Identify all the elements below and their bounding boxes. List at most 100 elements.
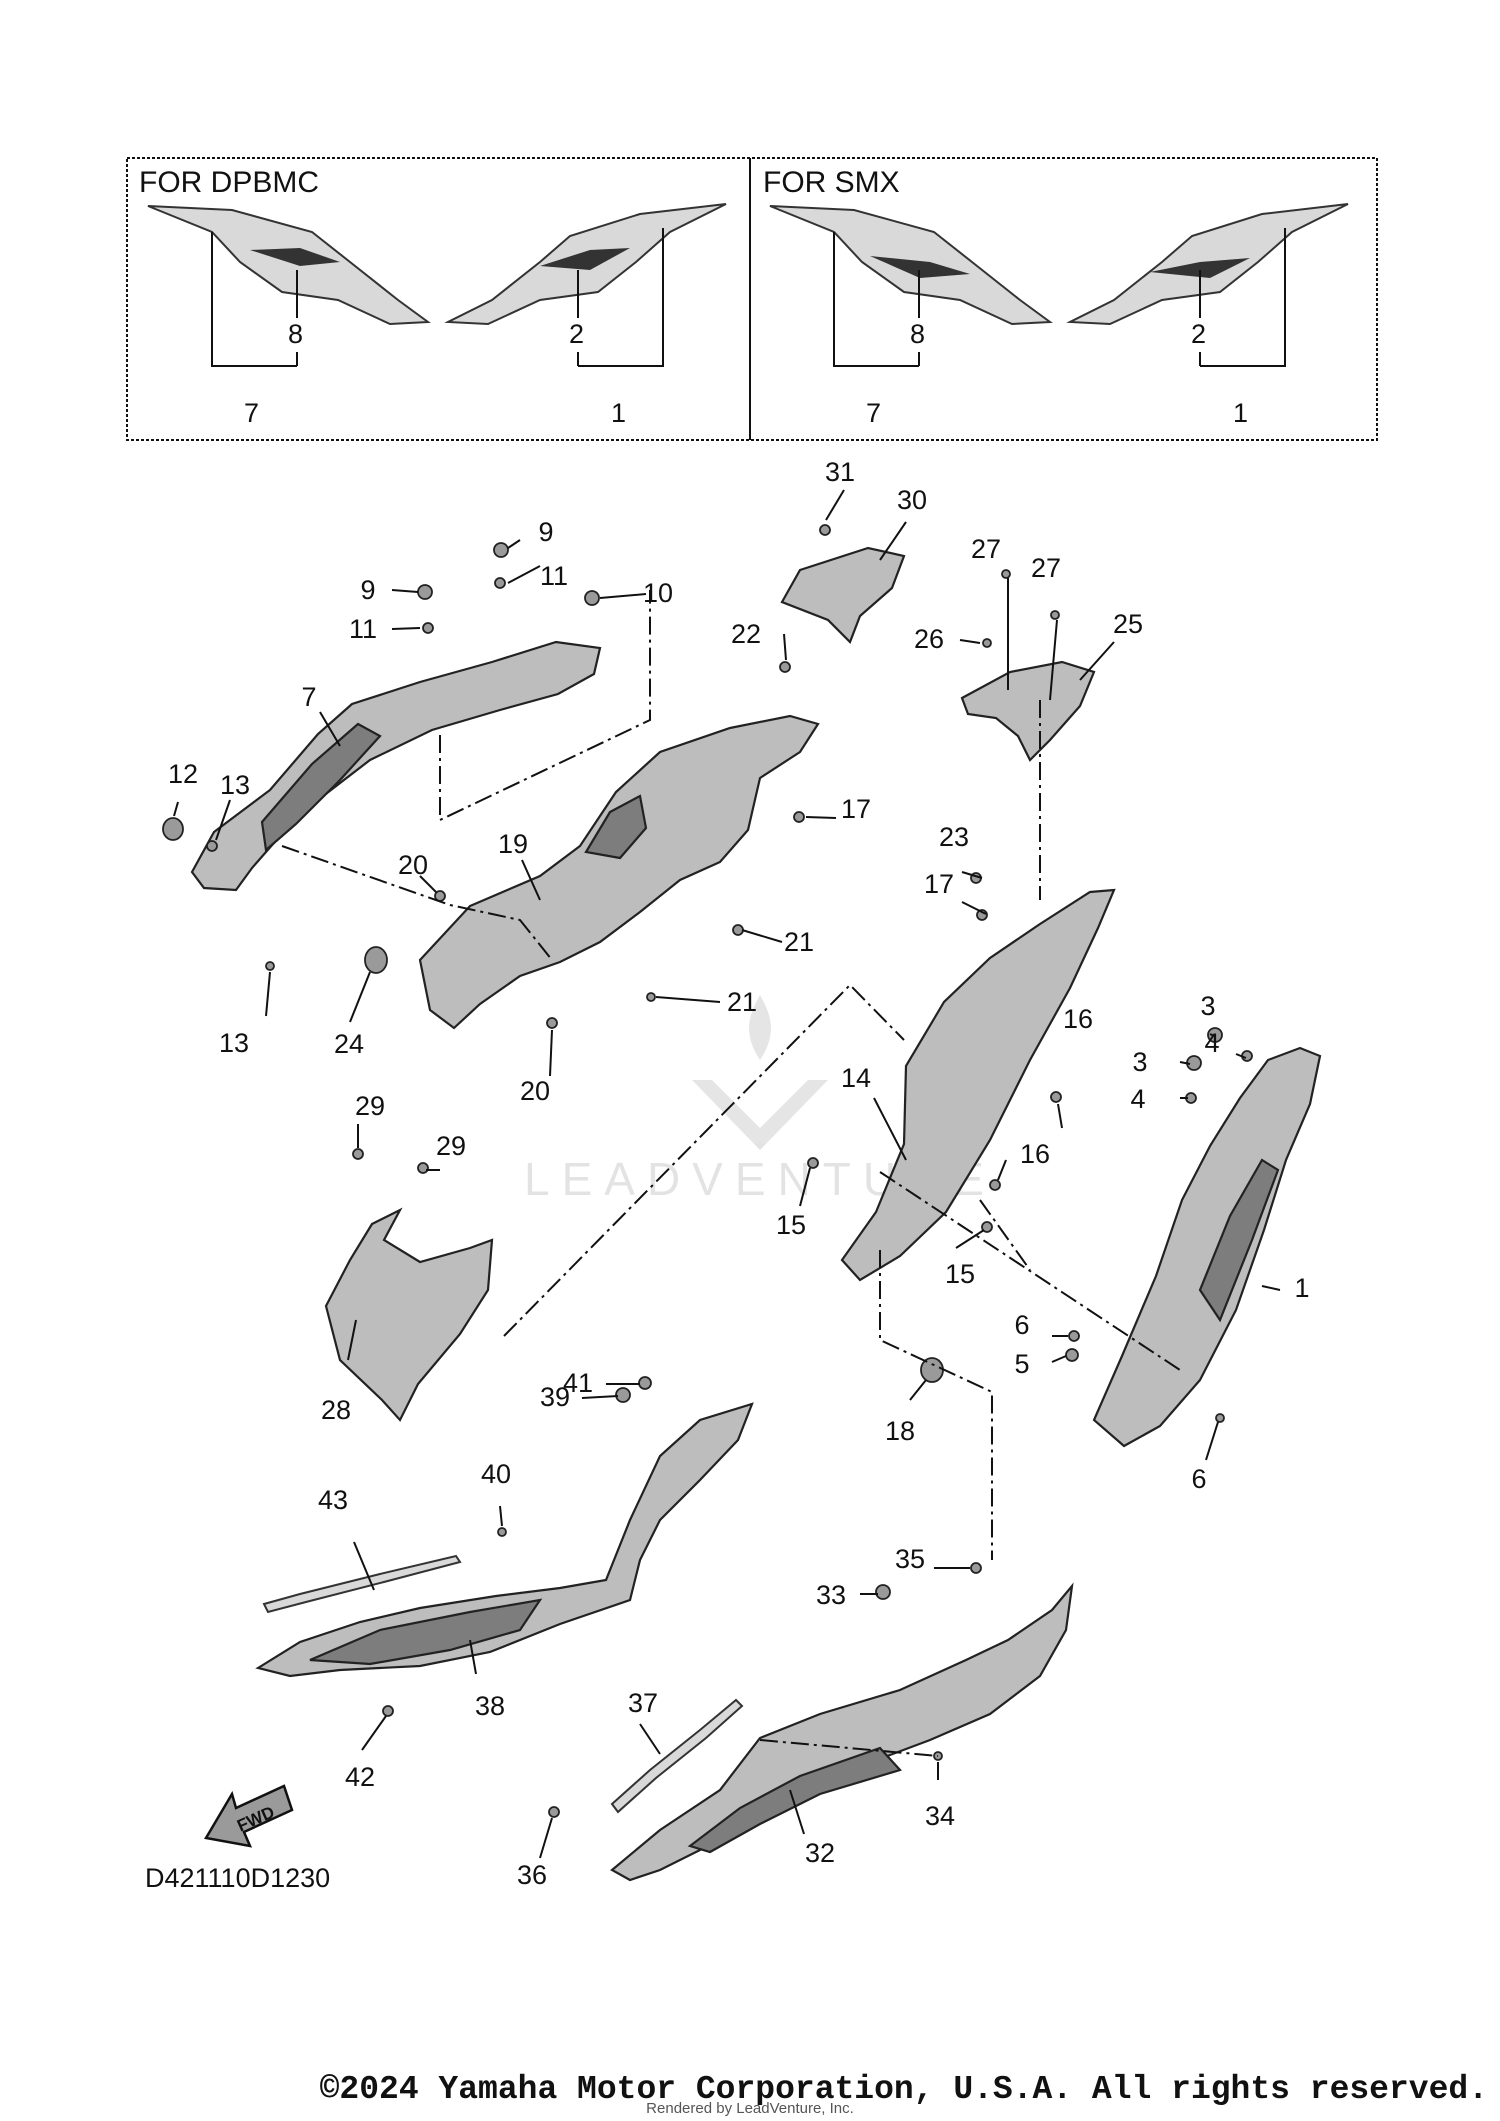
assembly-lines (281, 590, 1181, 1757)
part-32-lower-cover (610, 1582, 1074, 1882)
inset-smx-label-1: 1 (1233, 398, 1248, 428)
part-38-dark-panel (309, 1598, 543, 1666)
fasteners (206, 524, 1253, 1818)
part-12-grommet (162, 817, 184, 841)
callout-6a: 6 (1014, 1310, 1029, 1340)
callout-42: 42 (345, 1762, 375, 1792)
callout-18: 18 (885, 1416, 915, 1446)
watermark-logo-icon (692, 995, 828, 1150)
callout-40: 40 (481, 1459, 511, 1489)
inset-dpbmc-label-8: 8 (288, 319, 303, 349)
part-24-grommet (364, 946, 388, 974)
callout-15b: 15 (945, 1259, 975, 1289)
part-1-side-cover (1092, 1046, 1322, 1448)
callout-38: 38 (475, 1691, 505, 1721)
callout-21b: 21 (727, 987, 757, 1017)
part-7-side-cover (190, 640, 602, 892)
part-30-small-cover (780, 546, 906, 644)
callout-19: 19 (498, 829, 528, 859)
callout-23: 23 (939, 822, 969, 852)
callout-27b: 27 (1031, 553, 1061, 583)
callout-4b: 4 (1130, 1084, 1145, 1114)
callout-9b: 9 (360, 575, 375, 605)
callout-29a: 29 (355, 1091, 385, 1121)
callout-30: 30 (897, 485, 927, 515)
callout-13b: 13 (219, 1028, 249, 1058)
callout-27a: 27 (971, 534, 1001, 564)
callout-11a: 11 (540, 561, 568, 591)
inset-smx-label-2: 2 (1191, 319, 1206, 349)
callout-5: 5 (1014, 1349, 1029, 1379)
callout-41: 41 (563, 1368, 593, 1398)
part-32-dark-panel (687, 1746, 902, 1854)
callout-37: 37 (628, 1688, 658, 1718)
callout-25: 25 (1113, 609, 1143, 639)
callout-labels: 31 30 9 9 11 11 10 27 27 26 25 22 7 17 1… (168, 457, 1310, 1890)
callout-35: 35 (895, 1544, 925, 1574)
callout-36: 36 (517, 1860, 547, 1890)
part-7-dark-panel (260, 722, 382, 853)
callout-12: 12 (168, 759, 198, 789)
callout-39: 39 (540, 1382, 570, 1412)
part-19-rear-frame-cover (418, 714, 820, 1030)
inset-smx-bracket-7 (833, 232, 920, 367)
callout-9a: 9 (538, 517, 553, 547)
inset-smx-bracket-1 (1199, 228, 1286, 367)
part-28-center-cover (324, 1207, 494, 1422)
diagram-code: D421110D1230 (145, 1863, 330, 1893)
callout-6b: 6 (1191, 1464, 1206, 1494)
callout-17b: 17 (924, 869, 954, 899)
callout-28: 28 (321, 1395, 351, 1425)
callout-16b: 16 (1020, 1139, 1050, 1169)
callout-20a: 20 (398, 850, 428, 880)
inset-dpbmc-label-7: 7 (244, 398, 259, 428)
fwd-arrow-icon: FWD (204, 1784, 294, 1848)
inset-frame (126, 157, 1378, 441)
callout-3a: 3 (1200, 991, 1215, 1021)
part-43-trim-strip (262, 1554, 462, 1614)
inset-smx-left-cover (769, 205, 1053, 326)
inset-dpbmc-left-cover (147, 205, 431, 326)
copyright-notice: ©2024 Yamaha Motor Corporation, U.S.A. A… (319, 2071, 1488, 2108)
inset-dpbmc-bracket-7 (211, 232, 298, 367)
callout-33: 33 (816, 1580, 846, 1610)
callout-24: 24 (334, 1029, 364, 1059)
inset-dpbmc-right-cover (444, 203, 727, 326)
callout-17a: 17 (841, 794, 871, 824)
part-14-inner-panel (840, 888, 1116, 1282)
callout-10: 10 (643, 578, 673, 608)
callout-13a: 13 (220, 770, 250, 800)
callout-15a: 15 (776, 1210, 806, 1240)
part-37-trim-strip (610, 1698, 744, 1814)
inset-smx-right-cover (1066, 203, 1349, 326)
inset-title-smx: FOR SMX (763, 166, 900, 199)
callout-16a: 16 (1063, 1004, 1093, 1034)
callout-32: 32 (805, 1838, 835, 1868)
callout-29b: 29 (436, 1131, 466, 1161)
rendered-by-notice: Rendered by LeadVenture, Inc. (646, 2100, 854, 2117)
callout-21a: 21 (784, 927, 814, 957)
callout-1: 1 (1294, 1273, 1309, 1303)
inset-dpbmc-label-1: 1 (611, 398, 626, 428)
callout-34: 34 (925, 1801, 955, 1831)
callout-14: 14 (841, 1063, 871, 1093)
inset-title-dpbmc: FOR DPBMC (139, 166, 319, 199)
leader-lines (173, 489, 1281, 1859)
callout-22: 22 (731, 619, 761, 649)
inset-dpbmc-label-2: 2 (569, 319, 584, 349)
callout-31: 31 (825, 457, 855, 487)
part-25-bracket (960, 660, 1096, 762)
callout-26: 26 (914, 624, 944, 654)
callout-43: 43 (318, 1485, 348, 1515)
inset-smx-label-8: 8 (910, 319, 925, 349)
part-19-dark-opening (584, 794, 648, 860)
callout-3b: 3 (1132, 1047, 1147, 1077)
inset-dpbmc-bracket-1 (577, 228, 664, 367)
callout-7: 7 (301, 682, 316, 712)
callout-4a: 4 (1204, 1028, 1219, 1058)
part-1-dark-panel (1198, 1158, 1280, 1323)
callout-11b: 11 (349, 614, 377, 644)
callout-20b: 20 (520, 1076, 550, 1106)
